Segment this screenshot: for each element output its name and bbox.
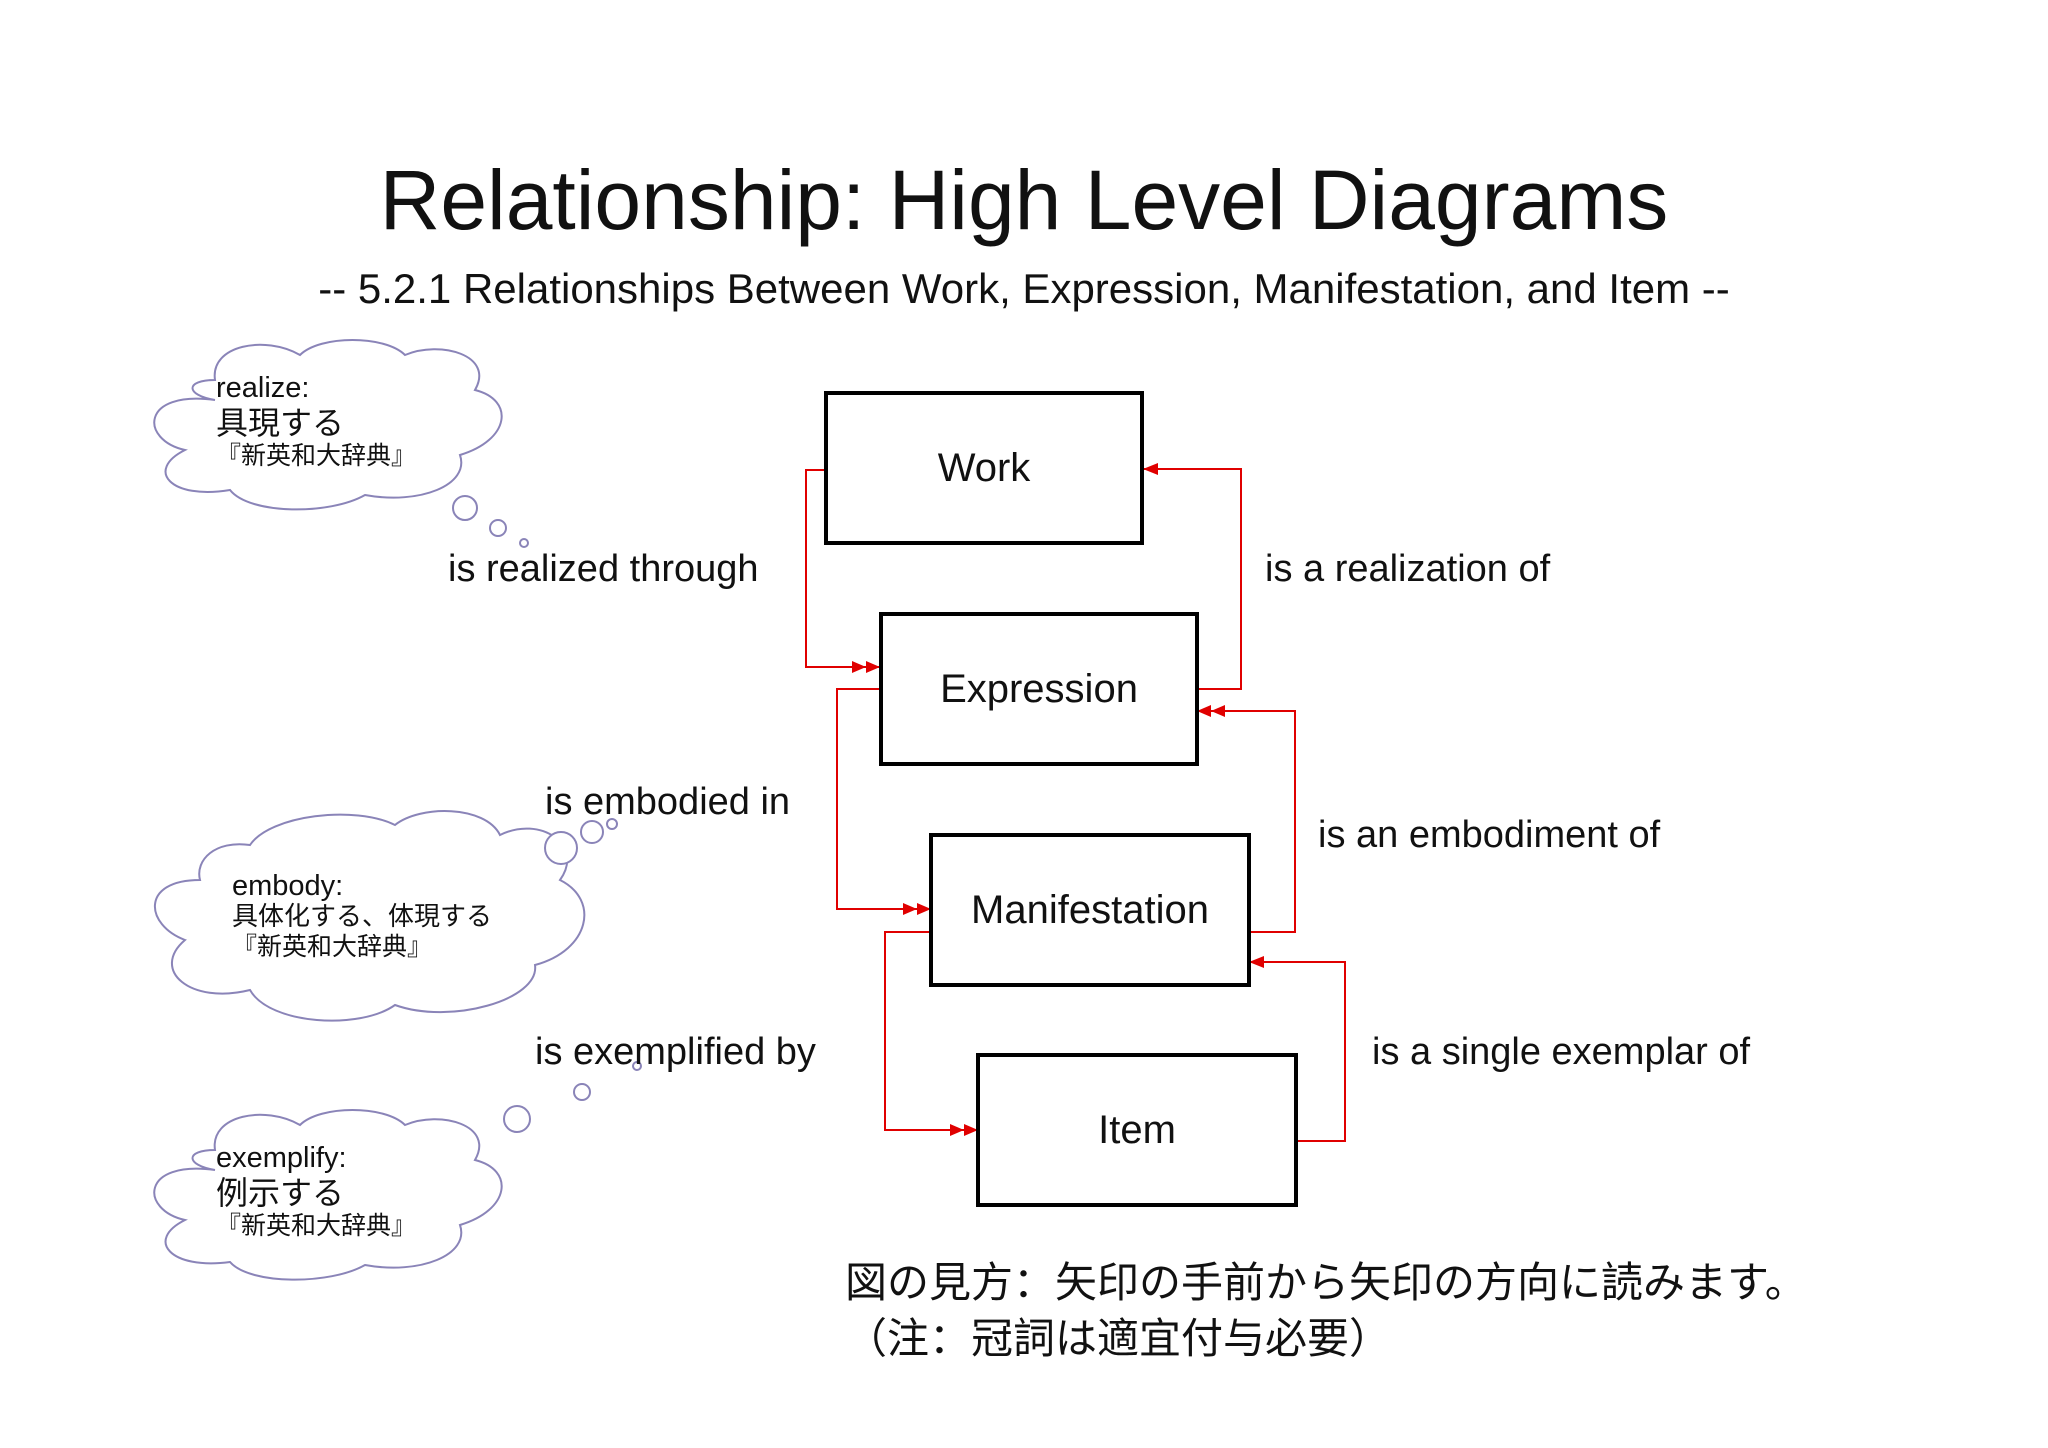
cloud-realize-text: realize: 具現する 『新英和大辞典』 bbox=[216, 372, 416, 471]
entity-manifestation: Manifestation bbox=[929, 833, 1251, 987]
arrow-item-to-manifestation bbox=[1249, 956, 1346, 1142]
label-is-a-single-exemplar-of: is a single exemplar of bbox=[1372, 1031, 1751, 1073]
cloud-embody-source: 『新英和大辞典』 bbox=[232, 932, 433, 962]
label-is-embodied-in: is embodied in bbox=[545, 781, 791, 823]
cloud-realize-japanese: 具現する bbox=[216, 404, 345, 443]
page-title: Relationship: High Level Diagrams bbox=[379, 153, 1669, 247]
reading-note-line2: （注：冠詞は適宜付与必要） bbox=[845, 1314, 1392, 1363]
cloud-exemplify-source: 『新英和大辞典』 bbox=[216, 1211, 417, 1241]
cloud-exemplify bbox=[153, 1061, 642, 1281]
label-is-exemplified-by: is exemplified by bbox=[535, 1031, 816, 1073]
cloud-exemplify-term: exemplify: bbox=[216, 1142, 347, 1174]
reading-note: 図の見方：矢印の手前から矢印の方向に読みます。 （注：冠詞は適宜付与必要） bbox=[845, 1255, 1807, 1367]
cloud-embody-japanese: 具体化する、体現する bbox=[232, 902, 493, 933]
arrow-manifestation-to-item bbox=[884, 931, 978, 1136]
cloud-embody-text: embody: 具体化する、体現する 『新英和大辞典』 bbox=[232, 870, 492, 962]
label-is-a-realization-of: is a realization of bbox=[1265, 548, 1551, 590]
cloud-realize-term: realize: bbox=[216, 372, 310, 404]
arrow-manifestation-to-expression bbox=[1197, 705, 1296, 933]
reading-note-line1: 図の見方：矢印の手前から矢印の方向に読みます。 bbox=[845, 1258, 1807, 1307]
arrow-work-to-expression bbox=[805, 469, 880, 673]
cloud-embody bbox=[153, 810, 618, 1022]
arrow-expression-to-work bbox=[1143, 463, 1242, 690]
entity-work: Work bbox=[824, 391, 1144, 545]
cloud-exemplify-japanese: 例示する bbox=[216, 1174, 345, 1213]
arrow-expression-to-manifestation bbox=[836, 688, 931, 915]
page-subtitle: -- 5.2.1 Relationships Between Work, Exp… bbox=[318, 265, 1730, 312]
label-is-realized-through: is realized through bbox=[448, 548, 759, 590]
cloud-realize bbox=[153, 339, 529, 548]
label-is-an-embodiment-of: is an embodiment of bbox=[1318, 814, 1661, 856]
cloud-embody-term: embody: bbox=[232, 870, 344, 902]
cloud-realize-source: 『新英和大辞典』 bbox=[216, 441, 417, 471]
entity-expression: Expression bbox=[879, 612, 1199, 766]
entity-item: Item bbox=[976, 1053, 1298, 1207]
cloud-exemplify-text: exemplify: 例示する 『新英和大辞典』 bbox=[216, 1142, 416, 1241]
